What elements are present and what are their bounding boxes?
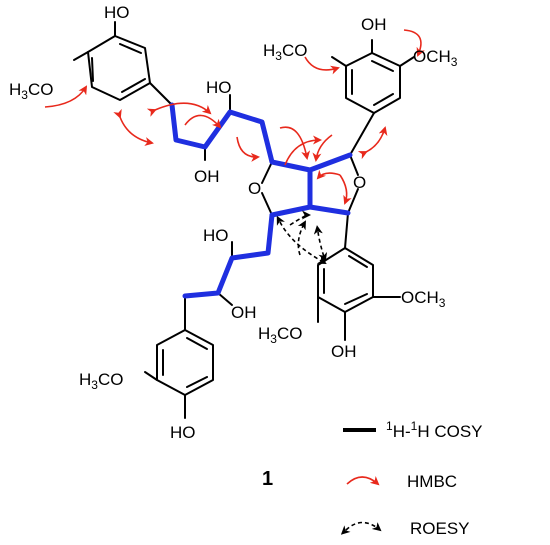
ring-b-oh-label: OH — [361, 15, 387, 34]
ring-c-syringyl — [317, 247, 401, 341]
ring-b-ome-right-label: OCH3 — [413, 47, 458, 69]
ring-b-ome-left-label: H3CO — [263, 41, 307, 63]
hmbc-arrow-core-4 — [316, 169, 341, 180]
ring-a-guaiacyl — [73, 21, 173, 106]
hmbc-arrow-ring-b-ome-left — [304, 56, 340, 75]
ring-c-ome-left-label: H3CO — [258, 324, 302, 346]
cosy-bonds — [169, 102, 353, 299]
roesy-arrow-1 — [276, 215, 327, 264]
chain-bottom-oh-upper-label: HO — [203, 226, 229, 245]
hmbc-arrow-core-1 — [279, 126, 311, 160]
legend-roesy-swatch — [340, 521, 382, 535]
hmbc-arrow-core-3 — [312, 134, 333, 162]
ring-d-guaiacyl — [144, 329, 214, 419]
hmbc-arrow-ring-a-c2 — [113, 108, 154, 146]
core-skeleton — [184, 94, 359, 331]
ring-b-syringyl — [331, 39, 415, 156]
hmbc-arrow-chain-top-1 — [146, 102, 212, 117]
hmbc-arrow-chain-top-2 — [184, 114, 222, 129]
roesy-arrow-2 — [289, 210, 311, 226]
roesy-correlations — [276, 210, 328, 264]
furan-o-left-label: O — [248, 179, 261, 198]
ring-c-oh-label: OH — [331, 342, 357, 361]
hmbc-arrow-ring-b — [357, 126, 388, 160]
ring-d-ome-label: H3CO — [79, 370, 123, 392]
hmbc-arrow-chain-top-3 — [236, 136, 260, 162]
hmbc-arrow-ring-b-ome-right — [403, 29, 425, 57]
hmbc-arrow-core-5 — [339, 174, 352, 205]
hmbc-correlations — [44, 29, 425, 205]
chain-bottom-oh-lower-label: OH — [231, 303, 257, 322]
ring-c-ome-right-label: OCH3 — [401, 288, 446, 310]
furan-o-right-label: O — [353, 173, 366, 192]
roesy-arrow-4 — [313, 225, 328, 262]
legend-roesy-label: ROESY — [410, 519, 470, 538]
roesy-arrow-3 — [297, 220, 306, 256]
legend: 1H-1H COSY HMBC ROESY — [340, 419, 483, 538]
ring-a-ome-label: H3CO — [9, 80, 53, 102]
hmbc-arrow-ring-a-ome — [44, 85, 88, 108]
legend-hmbc-label: HMBC — [407, 472, 457, 491]
legend-cosy-label: 1H-1H COSY — [386, 419, 483, 441]
chain-top-oh-lower-label: OH — [194, 167, 220, 186]
ring-d-oh-label: HO — [170, 423, 196, 442]
hmbc-arrow-core-2 — [284, 135, 322, 166]
legend-hmbc-swatch — [346, 476, 380, 486]
compound-number: 1 — [262, 468, 273, 490]
atom-labels: HO H3CO HO OH H3CO OH OCH3 O O HO OH OCH… — [9, 3, 458, 442]
chain-top-oh-upper-label: HO — [206, 78, 232, 97]
ring-a-oh-label: HO — [104, 3, 130, 22]
